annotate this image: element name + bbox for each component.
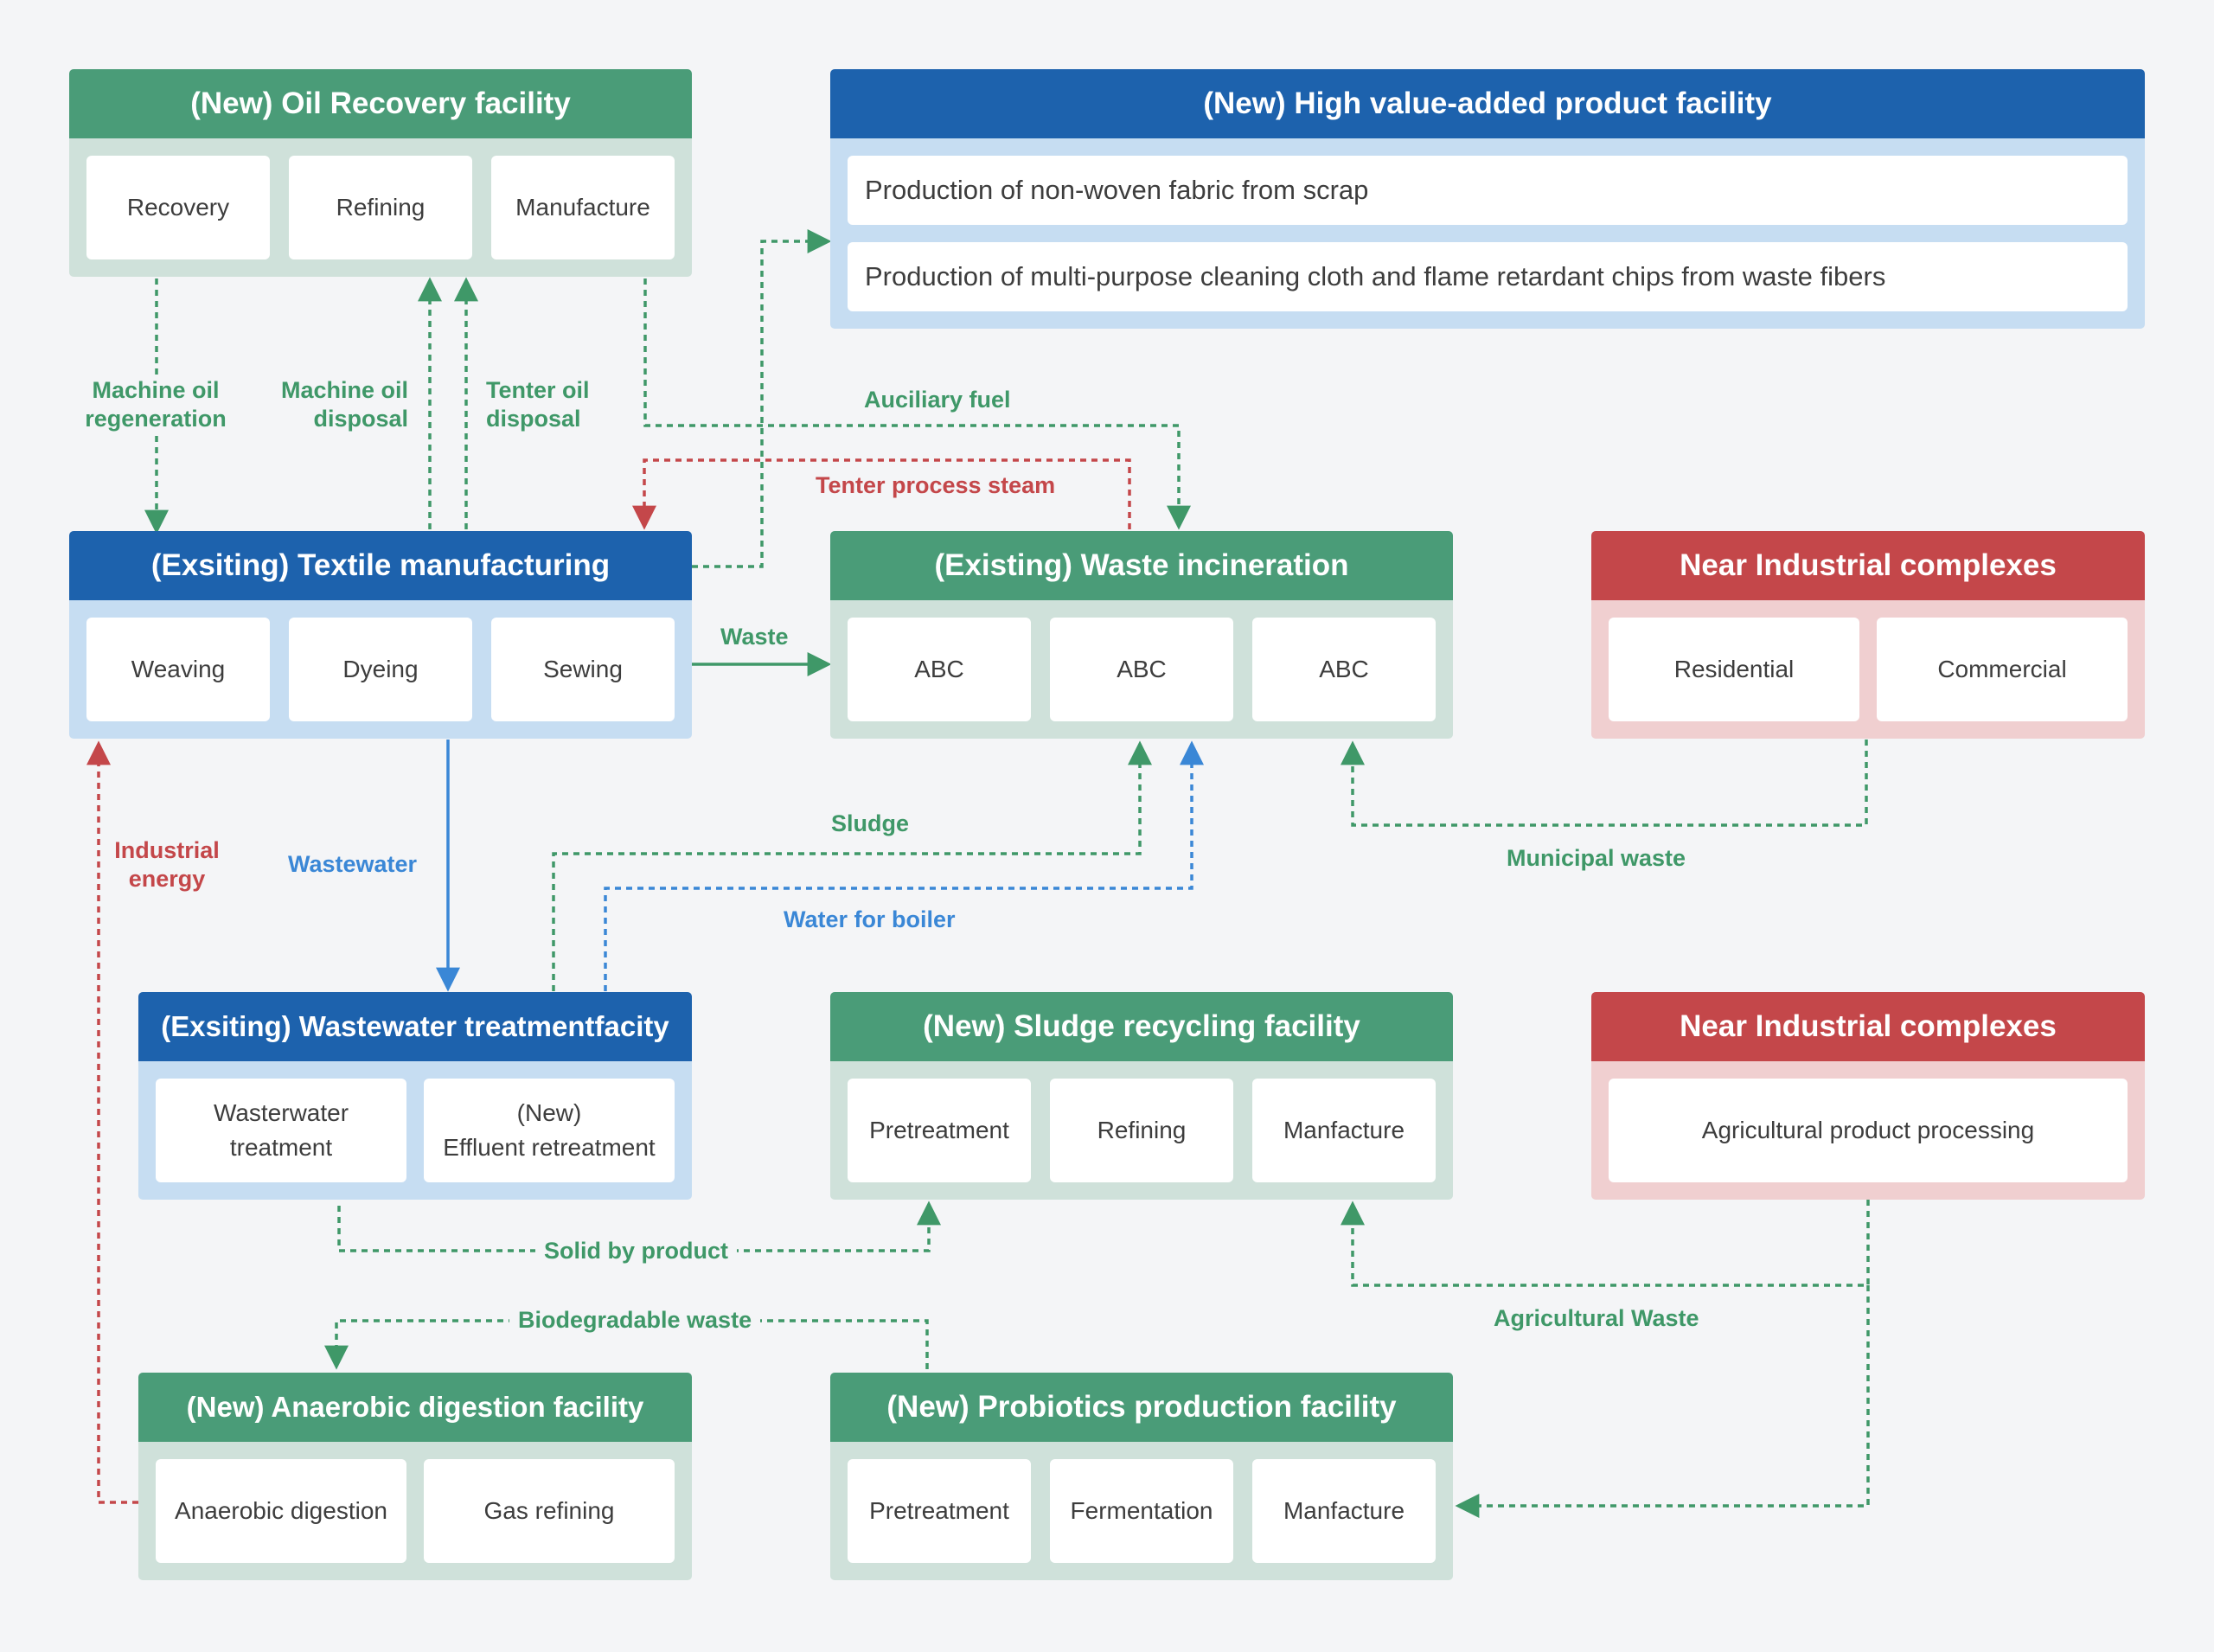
sewing-step: Sewing [491, 618, 675, 721]
industrial-energy-label: Industrial energy [102, 836, 232, 893]
machine-oil-regeneration-label: Machine oil regeneration [69, 376, 242, 433]
wastewater-treatment-title: (Exsiting) Wastewater treatmentfacity [138, 992, 692, 1061]
wastewater-treatment-step: Wasterwater treatment [156, 1079, 406, 1182]
anaerobic-body: Anaerobic digestion Gas refining [138, 1442, 692, 1580]
wastewater-treatment-body: Wasterwater treatment (New) Effluent ret… [138, 1061, 692, 1200]
textile-manufacturing: (Exsiting) Textile manufacturing Weaving… [69, 531, 692, 739]
machine-oil-disposal-label: Machine oil disposal [259, 376, 408, 433]
auxiliary-fuel-label: Auciliary fuel [864, 386, 1011, 414]
high-value-body: Production of non-woven fabric from scra… [830, 138, 2145, 329]
agricultural-to-probiotics-arrow [1455, 1285, 1870, 1518]
cleaning-cloth-item: Production of multi-purpose cleaning clo… [848, 242, 2128, 311]
commercial-item: Commercial [1877, 618, 2128, 721]
sludge-pretreatment-step: Pretreatment [848, 1079, 1031, 1182]
effluent-retreatment-step: (New) Effluent retreatment [424, 1079, 675, 1182]
incineration-step-1: ABC [848, 618, 1031, 721]
industrial-energy-arrow [86, 740, 138, 1504]
weaving-step: Weaving [86, 618, 270, 721]
anaerobic-title: (New) Anaerobic digestion facility [138, 1373, 692, 1442]
tenter-process-steam-label: Tenter process steam [816, 471, 1056, 500]
sludge-recycling-facility: (New) Sludge recycling facility Pretreat… [830, 992, 1453, 1200]
incineration-step-2: ABC [1050, 618, 1233, 721]
high-value-title: (New) High value-added product facility [830, 69, 2145, 138]
waste-incineration: (Existing) Waste incineration ABC ABC AB… [830, 531, 1453, 739]
sludge-refining-step: Refining [1050, 1079, 1233, 1182]
probiotics-manufacture-step: Manfacture [1252, 1459, 1436, 1563]
wastewater-treatment-facility: (Exsiting) Wastewater treatmentfacity Wa… [138, 992, 692, 1200]
textile-title: (Exsiting) Textile manufacturing [69, 531, 692, 600]
tenter-steam-arrow [632, 458, 1131, 530]
anaerobic-digestion-step: Anaerobic digestion [156, 1459, 406, 1563]
biodegradable-waste-label: Biodegradable waste [509, 1306, 761, 1335]
sludge-arrow [552, 740, 1152, 991]
water-for-boiler-arrow [604, 740, 1204, 991]
near-industrial-title-2: Near Industrial complexes [1591, 992, 2145, 1061]
probiotics-title: (New) Probiotics production facility [830, 1373, 1453, 1442]
fermentation-step: Fermentation [1050, 1459, 1233, 1563]
agricultural-waste-label: Agricultural Waste [1494, 1304, 1699, 1333]
agricultural-processing-item: Agricultural product processing [1609, 1079, 2128, 1182]
non-woven-fabric-item: Production of non-woven fabric from scra… [848, 156, 2128, 225]
refining-step: Refining [289, 156, 472, 259]
near-industrial-body-1: Residential Commercial [1591, 600, 2145, 739]
probiotics-pretreatment-step: Pretreatment [848, 1459, 1031, 1563]
near-industrial-body-2: Agricultural product processing [1591, 1061, 2145, 1200]
near-industrial-title-1: Near Industrial complexes [1591, 531, 2145, 600]
auxiliary-fuel-arrow [643, 279, 1191, 530]
oil-recovery-title: (New) Oil Recovery facility [69, 69, 692, 138]
near-industrial-complexes-agricultural: Near Industrial complexes Agricultural p… [1591, 992, 2145, 1200]
residential-item: Residential [1609, 618, 1859, 721]
municipal-waste-label: Municipal waste [1507, 844, 1686, 873]
dyeing-step: Dyeing [289, 618, 472, 721]
anaerobic-digestion-facility: (New) Anaerobic digestion facility Anaer… [138, 1373, 692, 1580]
wastewater-label: Wastewater [288, 850, 418, 879]
high-value-product-facility: (New) High value-added product facility … [830, 69, 2145, 329]
recovery-step: Recovery [86, 156, 270, 259]
oil-recovery-body: Recovery Refining Manufacture [69, 138, 692, 277]
near-industrial-complexes-residential: Near Industrial complexes Residential Co… [1591, 531, 2145, 739]
probiotics-body: Pretreatment Fermentation Manfacture [830, 1442, 1453, 1580]
gas-refining-step: Gas refining [424, 1459, 675, 1563]
waste-label: Waste [720, 623, 789, 651]
manufacture-step: Manufacture [491, 156, 675, 259]
tenter-oil-disposal-label: Tenter oil disposal [486, 376, 624, 433]
incineration-step-3: ABC [1252, 618, 1436, 721]
biodegradable-waste-arrow [324, 1319, 929, 1370]
agricultural-waste-arrow [1341, 1200, 1870, 1287]
sludge-body: Pretreatment Refining Manfacture [830, 1061, 1453, 1200]
probiotics-production-facility: (New) Probiotics production facility Pre… [830, 1373, 1453, 1580]
incineration-title: (Existing) Waste incineration [830, 531, 1453, 600]
water-for-boiler-label: Water for boiler [784, 906, 956, 934]
oil-recovery-facility: (New) Oil Recovery facility Recovery Ref… [69, 69, 692, 277]
sludge-manufacture-step: Manfacture [1252, 1079, 1436, 1182]
solid-byproduct-label: Solid by product [535, 1237, 737, 1265]
textile-to-high-value-arrow [692, 229, 832, 568]
textile-body: Weaving Dyeing Sewing [69, 600, 692, 739]
municipal-waste-arrow [1341, 740, 1868, 827]
sludge-label: Sludge [831, 810, 910, 838]
incineration-body: ABC ABC ABC [830, 600, 1453, 739]
sludge-title: (New) Sludge recycling facility [830, 992, 1453, 1061]
